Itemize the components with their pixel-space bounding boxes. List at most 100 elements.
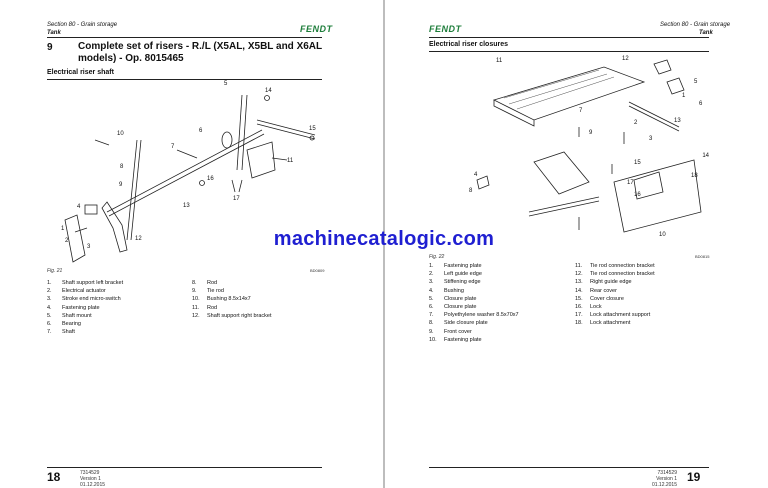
callout-13: 13 (183, 203, 190, 209)
callout-6: 6 (199, 128, 203, 134)
callout-13: 13 (674, 118, 681, 124)
subsection-title: Electrical riser shaft (47, 69, 114, 76)
leader-line (74, 227, 88, 233)
footer-info: 7314529 Version 1 01.12.2015 (647, 470, 677, 488)
legend-item: 13.Right guide edge (575, 279, 632, 286)
legend-item: 1.Shaft support left bracket (47, 280, 124, 286)
callout-2: 2 (634, 120, 638, 126)
rear-cover (613, 159, 702, 233)
riser-shaft-diagram: 1 2 3 4 5 6 7 8 9 10 11 12 13 14 15 16 1… (61, 81, 316, 263)
cover-closure (633, 171, 664, 200)
footer-version: Version 1 (656, 476, 677, 482)
rod-end-right (309, 135, 315, 141)
callout-8: 8 (469, 188, 473, 194)
callout-15: 15 (634, 160, 641, 166)
callout-2: 2 (65, 238, 69, 244)
side-closure-plate (533, 151, 590, 195)
callout-12: 12 (622, 56, 629, 62)
page-gutter (383, 0, 385, 488)
callout-4: 4 (77, 204, 81, 210)
legend-item: 8.Rod (192, 280, 218, 286)
section-title: Complete set of risers - R./L (X5AL, X5B… (78, 41, 322, 64)
legend-column-1: 1.Fastening plate 2.Left guide edge 3.St… (429, 262, 569, 344)
callout-15: 15 (309, 126, 316, 132)
page-number: 19 (687, 470, 701, 484)
footer-rule (429, 467, 709, 468)
header-section: Section 80 - Grain storage (47, 22, 118, 28)
subsection-title: Electrical riser closures (429, 41, 508, 48)
callout-14: 14 (265, 88, 272, 94)
subsection-rule (429, 51, 709, 52)
legend-item: 4.Fastening plate (47, 304, 100, 311)
footer-info: 7314529 Version 1 01.12.2015 (80, 470, 105, 488)
legend-item: 12.Shaft support right bracket (192, 312, 272, 319)
legend-item: 5.Closure plate (429, 295, 477, 302)
electrical-actuator (101, 201, 128, 253)
closure-cover-top (492, 66, 646, 121)
right-page: FENDT Section 80 - Grain storage Tank El… (385, 0, 768, 488)
section-number: 9 (47, 42, 53, 53)
callout-1: 1 (682, 93, 686, 99)
legend-item: 4.Bushing (429, 287, 464, 294)
callout-10: 10 (659, 232, 666, 238)
left-guide-edge (528, 196, 600, 213)
leader-line (231, 179, 236, 193)
callout-3: 3 (649, 136, 653, 142)
legend-item: 3.Stiffening edge (429, 279, 481, 286)
legend-column-2: 11.Tie rod connection bracket 12.Tie rod… (575, 262, 715, 328)
figure-label: Fig. 22 (429, 254, 445, 260)
legend-column-1: 1.Shaft support left bracket 2.Electrica… (47, 279, 187, 336)
legend-item: 8.Side closure plate (429, 320, 488, 327)
legend-item: 6.Closure plate (429, 304, 477, 311)
figure-code: BD0809 (310, 268, 325, 273)
callout-18: 18 (691, 173, 698, 179)
legend-item: 16.Lock (575, 304, 602, 311)
callout-11: 11 (496, 58, 503, 64)
callout-17: 17 (233, 196, 240, 202)
callout-17: 17 (627, 180, 634, 186)
callout-12: 12 (135, 236, 142, 242)
tie-rod-edge (130, 139, 142, 241)
rod-11 (256, 119, 316, 136)
callout-7: 7 (579, 108, 583, 114)
fastening-plate (84, 204, 98, 215)
legend-column-2: 8.Rod 9.Tie rod 10.Bushing 8.5x14x7 11.R… (192, 279, 332, 320)
footer-date: 01.12.2015 (651, 482, 677, 488)
header-chapter: Tank (699, 30, 713, 36)
legend-item: 5.Shaft mount (47, 312, 92, 319)
legend-item: 14.Rear cover (575, 287, 617, 294)
legend-item: 1.Fastening plate (429, 263, 482, 269)
callout-7: 7 (171, 144, 175, 150)
legend-item: 15.Cover closure (575, 295, 624, 302)
tie-rod (126, 139, 138, 241)
legend-item: 7.Shaft (47, 329, 75, 336)
callout-8: 8 (120, 164, 124, 170)
legend-item: 9.Front cover (429, 328, 472, 335)
legend-item: 7.Polyethylene washer 8.5x70x7 (429, 312, 519, 319)
callout-10: 10 (117, 131, 124, 137)
callout-5: 5 (694, 79, 698, 85)
tie-rod-bracket (666, 77, 685, 95)
watermark-text: machinecatalogic.com (273, 228, 495, 250)
legend-item: 10.Fastening plate (429, 336, 482, 343)
callout-16: 16 (634, 192, 641, 198)
callout-5: 5 (224, 81, 228, 87)
closure-cover-hatch (503, 69, 615, 110)
legend-item: 10.Bushing 8.5x14x7 (192, 296, 251, 303)
bearing (221, 131, 233, 149)
legend-item: 12.Tie rod connection bracket (575, 271, 655, 278)
header-section: Section 80 - Grain storage (660, 22, 731, 28)
riser-closures-diagram: 1 2 3 4 5 6 7 8 9 10 11 12 13 14 15 16 1… (469, 56, 709, 238)
header-chapter: Tank (47, 30, 61, 36)
rod-11-edge (256, 123, 316, 140)
leader-line (271, 157, 288, 161)
callout-9: 9 (589, 130, 593, 136)
callout-6: 6 (699, 101, 703, 107)
legend-item: 3.Stroke end micro-switch (47, 296, 121, 303)
legend-item: 11.Tie rod connection bracket (575, 263, 655, 269)
brand-logo: FENDT (300, 24, 333, 34)
right-bracket (246, 141, 276, 179)
diagram-callouts: 1 2 3 4 5 6 7 8 9 10 11 12 13 14 15 16 1… (469, 56, 709, 238)
guide-edge (628, 101, 680, 128)
callout-3: 3 (87, 244, 91, 250)
